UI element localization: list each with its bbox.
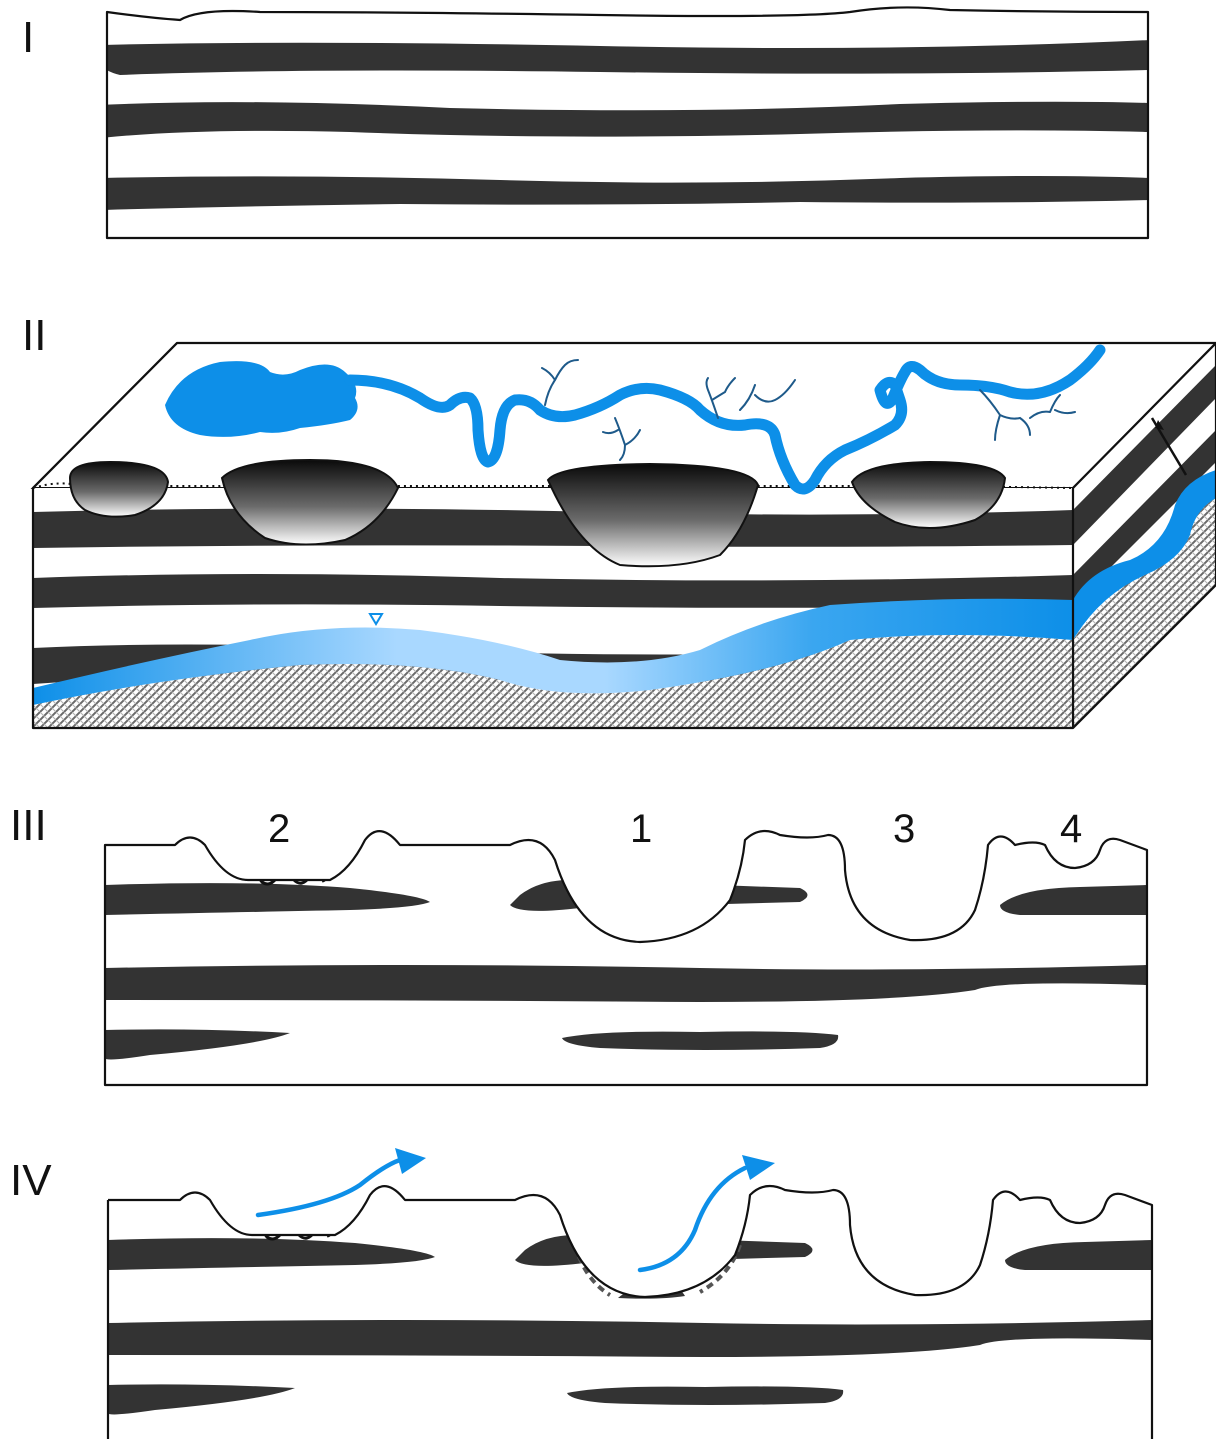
block-outline-IV [106,1184,1154,1439]
water-table-marker [368,613,384,626]
side-groundwater [1073,470,1216,640]
hollow-1 [68,460,170,518]
III-stratum-1c [1000,885,1147,915]
IV-stratum-3b [567,1386,844,1405]
hollow-4 [850,460,1007,529]
III-stratum-2 [105,965,1147,1002]
bedrock-hatched [33,635,1073,728]
hollow-2 [220,458,400,546]
III-stratum-3a [105,1029,290,1060]
block-outline-II [31,341,1216,730]
stratum-dark-2 [107,101,1148,138]
panel-II: II [22,311,1216,730]
sink-label-4: 4 [1060,807,1082,851]
panel-label-I: I [22,13,34,62]
block-outline-I [105,6,1150,240]
flow-arrow-2-head [742,1155,775,1180]
flow-arrow-2 [637,1165,748,1273]
tributaries [541,359,1076,461]
groundwater-body [33,598,1073,705]
IV-stratum-3a [108,1384,295,1415]
stratum-dark-3 [107,176,1148,210]
block-outline-III [103,829,1149,1087]
dip-arrowhead [1155,420,1164,430]
side-bedrock [1073,495,1216,728]
sink-label-3: 3 [893,807,915,851]
side-stratum-2 [1073,430,1216,605]
panel-III: III 2 1 3 4 [10,801,1149,1087]
panel-I: I [22,6,1150,240]
hollow-3 [546,462,760,568]
IV-stratum-1c [1005,1240,1152,1270]
river [344,344,1106,495]
panel-IV: IV [10,1148,1154,1439]
sink-label-1: 1 [630,807,652,851]
lake [165,361,358,437]
IV-stratum-1a [108,1238,435,1270]
stratum-dark-1 [107,40,1148,75]
flow-arrow-1-head [395,1148,426,1174]
III-stratum-3b [562,1031,839,1050]
IV-stratum-2 [108,1320,1152,1357]
panel-label-II: II [22,311,46,360]
sink-label-2: 2 [268,807,290,851]
III-stratum-1a [105,883,430,915]
panel-label-IV: IV [10,1156,52,1205]
flow-arrow-1 [255,1157,403,1218]
panel-label-III: III [10,801,47,850]
front-stratum-2 [33,574,1073,608]
side-stratum-1 [1073,365,1216,545]
